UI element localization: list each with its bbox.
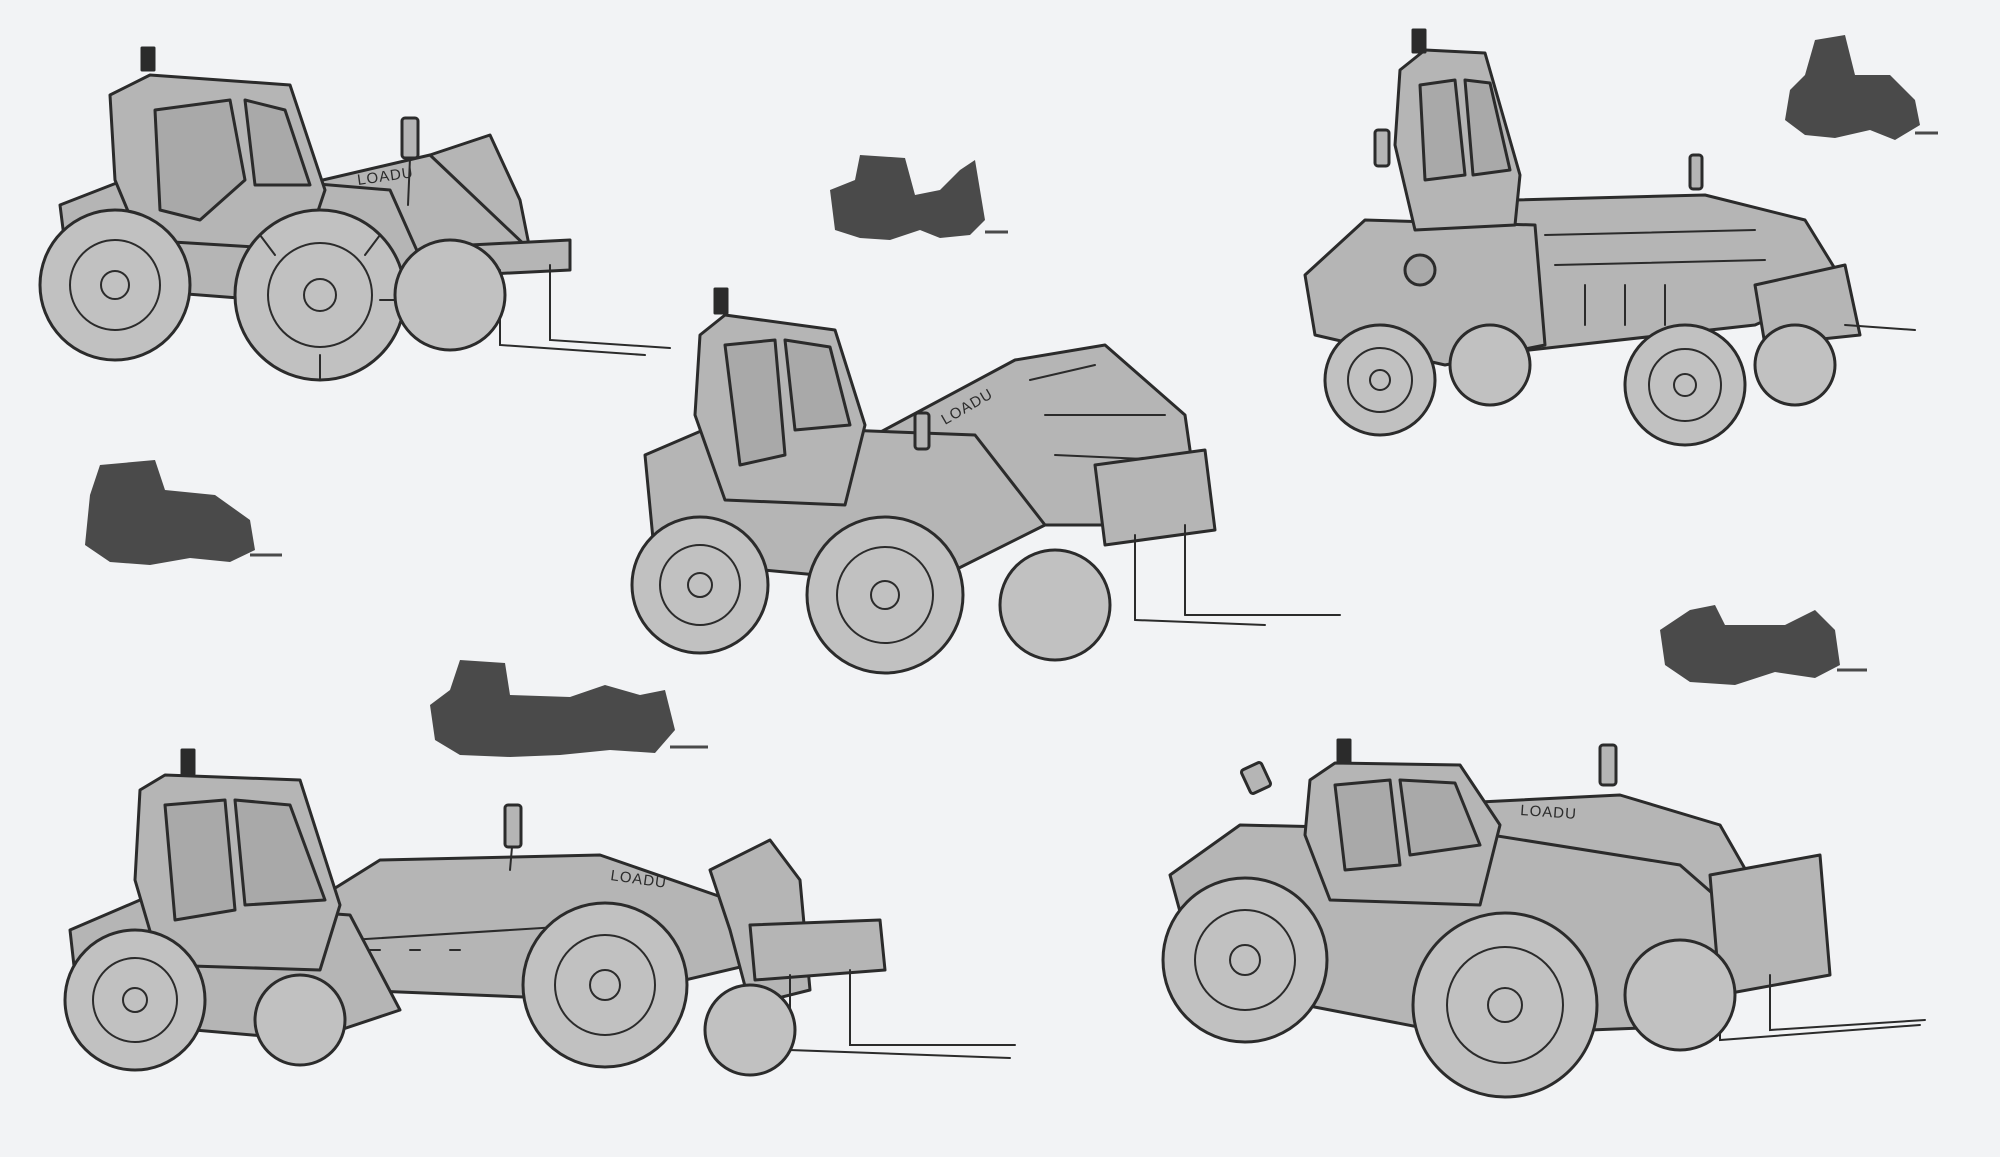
silhouette-4	[1660, 605, 1867, 685]
telehandler-sketch-3	[1303, 28, 1916, 447]
silhouette-3	[85, 460, 282, 565]
brand-mark: LOADU	[1520, 802, 1578, 823]
silhouette-5	[430, 660, 708, 757]
telehandler-sketch-5: LOADU	[1161, 738, 1926, 1099]
silhouette-2	[1785, 35, 1938, 140]
telehandler-sketch-2: LOADU	[630, 287, 1341, 675]
telehandler-sketch-4: LOADU	[63, 748, 1016, 1077]
silhouette-1	[830, 155, 1008, 240]
telehandler-sketch-1: LOADU	[38, 46, 671, 382]
